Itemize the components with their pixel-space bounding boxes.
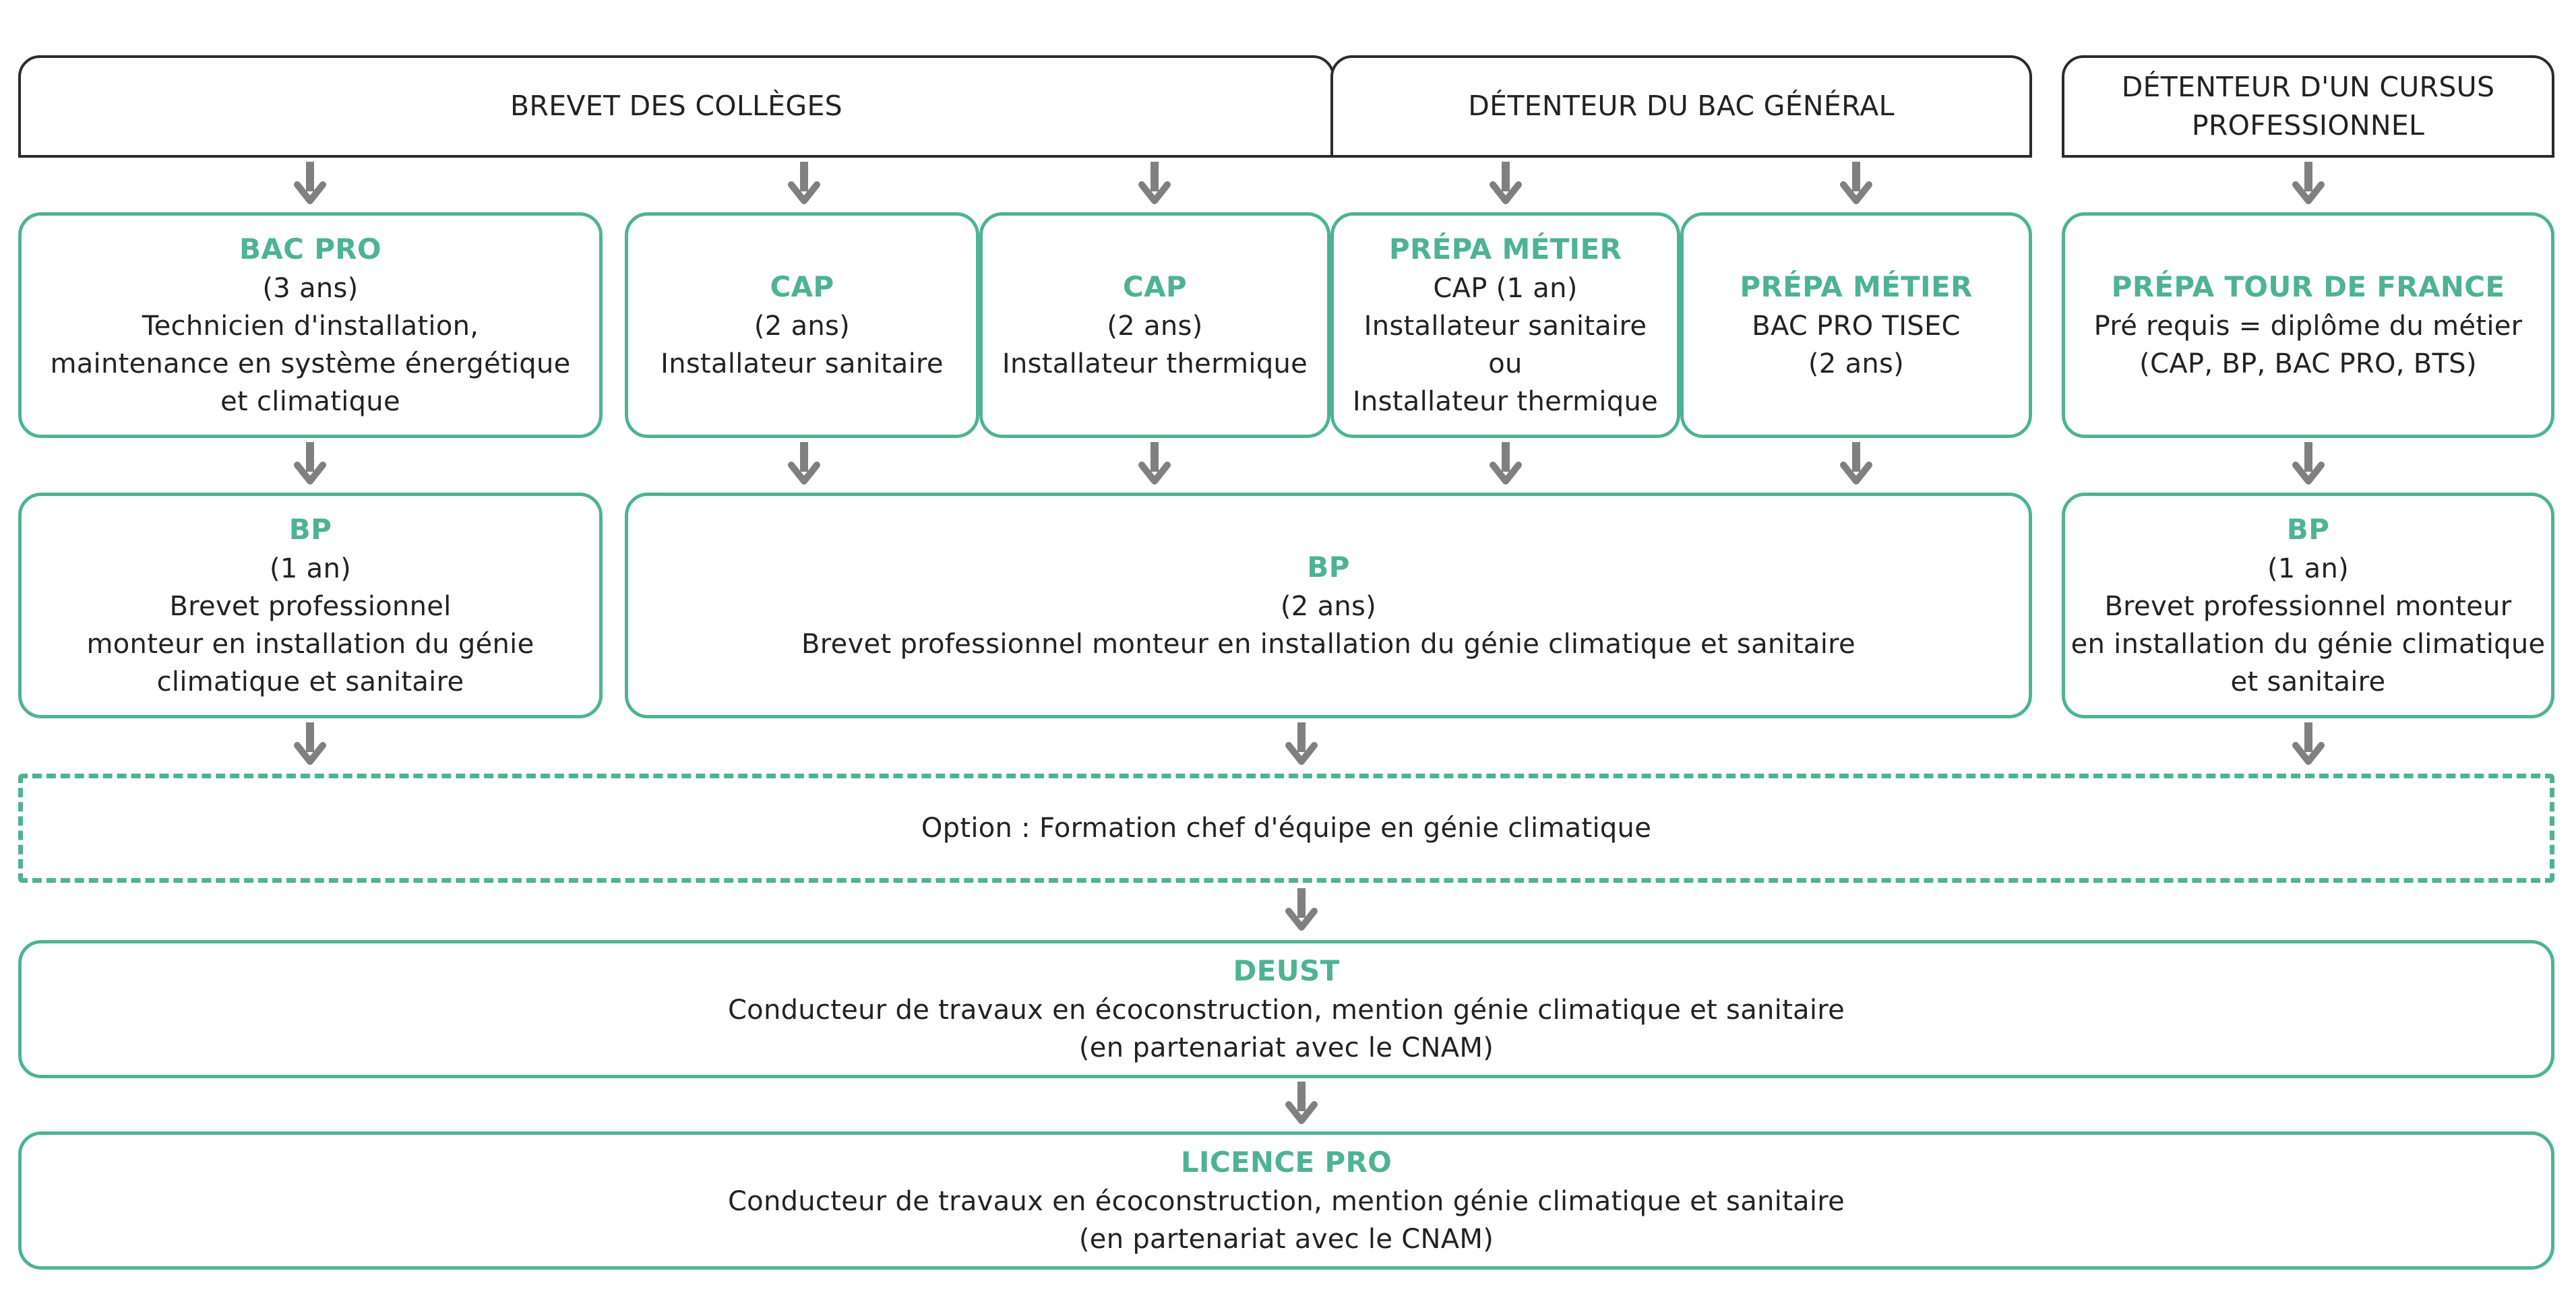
option-box: Option : Formation chef d'équipe en géni… [18,774,2554,883]
header-cursus-pro-line2: PROFESSIONNEL [2191,109,2425,142]
bac-pro-line: (3 ans) [262,272,359,304]
down-arrow-icon [1285,722,1318,768]
bac-pro-title: BAC PRO [239,232,381,266]
bp-center-title: BP [1307,551,1350,584]
bac-pro-line: et climatique [220,385,400,417]
prepa-metier-cap-box: PRÉPA MÉTIER CAP (1 an) Installateur san… [1330,212,1680,438]
down-arrow-icon [2292,442,2325,488]
down-arrow-icon [1839,162,1873,208]
header-brevet: BREVET DES COLLÈGES [18,55,1335,158]
prepa-metier-cap-line: Installateur sanitaire [1363,310,1647,342]
cap-thermique-line: Installateur thermique [1002,348,1308,379]
bp-left-title: BP [288,513,332,547]
prepa-metier-bac-line: BAC PRO TISEC [1752,310,1961,342]
down-arrow-icon [293,162,327,208]
down-arrow-icon [1489,162,1523,208]
down-arrow-icon [1839,442,1873,488]
down-arrow-icon [293,442,327,488]
bp-left-line: climatique et sanitaire [156,666,464,697]
bp-right-line: (1 an) [2267,553,2350,584]
prepa-tour-line: Pré requis = diplôme du métier [2093,310,2523,342]
deust-line: Conducteur de travaux en écoconstruction… [727,994,1845,1026]
cap-thermique-title: CAP [1122,270,1187,304]
down-arrow-icon [1489,442,1523,488]
down-arrow-icon [1285,1082,1318,1127]
prepa-metier-cap-title: PRÉPA MÉTIER [1388,232,1622,266]
bac-pro-line: maintenance en système énergétique [50,348,571,379]
bp-center-line: (2 ans) [1280,590,1377,622]
bp-center-line: Brevet professionnel monteur en installa… [801,628,1856,660]
deust-title: DEUST [1233,954,1340,988]
bp-left-box: BP (1 an) Brevet professionnel monteur e… [18,493,603,718]
licence-pro-line: (en partenariat avec le CNAM) [1078,1223,1494,1255]
option-label: Option : Formation chef d'équipe en géni… [921,813,1652,844]
bp-right-line: Brevet professionnel monteur [2104,590,2512,622]
header-cursus-pro-line1: DÉTENTEUR D'UN CURSUS [2121,70,2495,103]
cap-thermique-box: CAP (2 ans) Installateur thermique [979,212,1330,438]
bp-right-line: en installation du génie climatique [2071,628,2546,660]
prepa-metier-cap-line: CAP (1 an) [1433,272,1578,304]
down-arrow-icon [1138,162,1171,208]
deust-box: DEUST Conducteur de travaux en écoconstr… [18,940,2554,1078]
down-arrow-icon [2292,162,2325,208]
bac-pro-line: Technicien d'installation, [142,310,479,342]
prepa-tour-line: (CAP, BP, BAC PRO, BTS) [2139,348,2477,379]
bp-left-line: (1 an) [269,553,352,584]
down-arrow-icon [1285,888,1318,934]
prepa-metier-cap-line: Installateur thermique [1352,385,1659,417]
down-arrow-icon [293,722,327,768]
bp-right-line: et sanitaire [2230,666,2386,697]
bp-left-line: Brevet professionnel [169,590,452,622]
cap-thermique-line: (2 ans) [1107,310,1203,342]
cap-sanitaire-title: CAP [770,270,834,304]
bp-center-box: BP (2 ans) Brevet professionnel monteur … [625,493,2032,718]
prepa-tour-title: PRÉPA TOUR DE FRANCE [2111,270,2505,304]
bac-pro-box: BAC PRO (3 ans) Technicien d'installatio… [18,212,603,438]
deust-line: (en partenariat avec le CNAM) [1078,1032,1494,1063]
prepa-tour-box: PRÉPA TOUR DE FRANCE Pré requis = diplôm… [2062,212,2554,438]
prepa-metier-cap-line: ou [1488,348,1523,379]
licence-pro-title: LICENCE PRO [1180,1146,1392,1179]
prepa-metier-bac-box: PRÉPA MÉTIER BAC PRO TISEC (2 ans) [1680,212,2032,438]
header-bac-general: DÉTENTEUR DU BAC GÉNÉRAL [1330,55,2032,158]
header-cursus-pro: DÉTENTEUR D'UN CURSUS PROFESSIONNEL [2062,55,2554,158]
cap-sanitaire-box: CAP (2 ans) Installateur sanitaire [625,212,979,438]
cap-sanitaire-line: Installateur sanitaire [661,348,944,379]
bp-right-title: BP [2286,513,2330,547]
prepa-metier-bac-line: (2 ans) [1808,348,1905,379]
licence-pro-line: Conducteur de travaux en écoconstruction… [727,1185,1845,1217]
prepa-metier-bac-title: PRÉPA MÉTIER [1740,270,1973,304]
cap-sanitaire-line: (2 ans) [754,310,851,342]
down-arrow-icon [787,442,821,488]
licence-pro-box: LICENCE PRO Conducteur de travaux en éco… [18,1131,2554,1270]
header-brevet-label: BREVET DES COLLÈGES [510,90,842,123]
bp-left-line: monteur en installation du génie [86,628,534,660]
down-arrow-icon [2292,722,2325,768]
bp-right-box: BP (1 an) Brevet professionnel monteur e… [2062,493,2554,718]
down-arrow-icon [1138,442,1171,488]
header-bac-general-label: DÉTENTEUR DU BAC GÉNÉRAL [1468,90,1895,123]
down-arrow-icon [787,162,821,208]
